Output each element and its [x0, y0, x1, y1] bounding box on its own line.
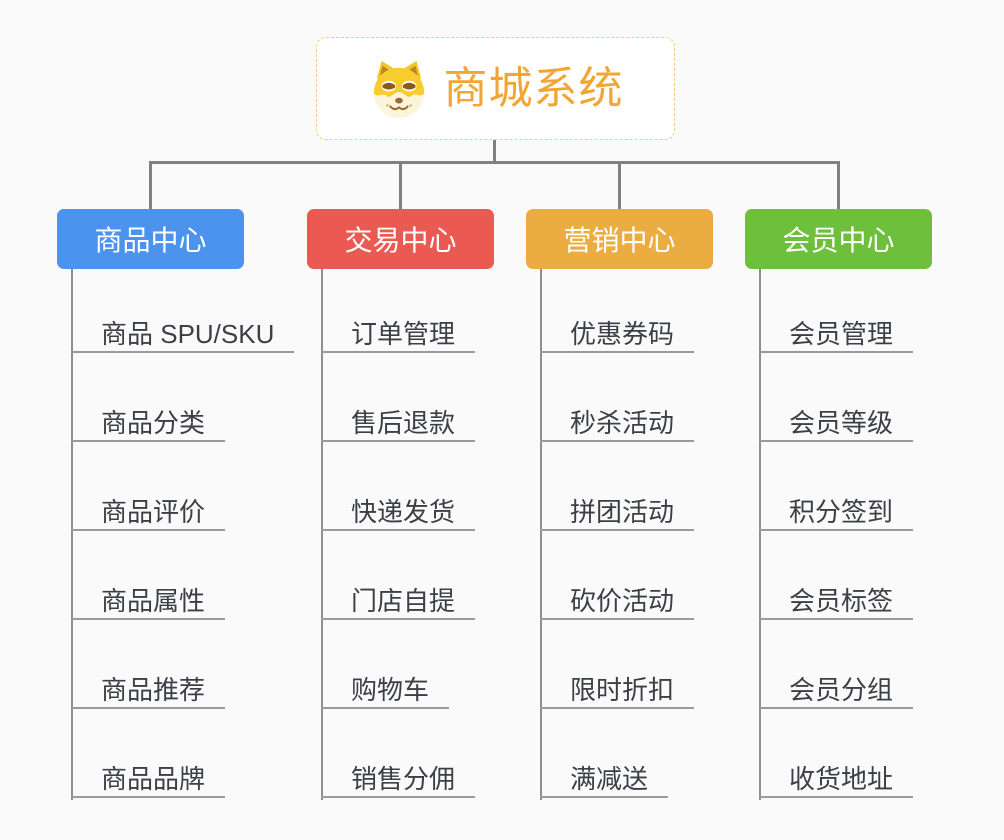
connector-drop-branch-4: [837, 161, 840, 209]
leaf-node[interactable]: 会员标签: [759, 584, 914, 620]
branch-label: 交易中心: [344, 225, 457, 256]
leaf-node[interactable]: 秒杀活动: [540, 406, 695, 442]
leaf-node[interactable]: 会员等级: [759, 406, 914, 442]
connector-trunk-branch-1: [71, 269, 73, 800]
connector-spine: [149, 161, 840, 164]
leaf-node[interactable]: 售后退款: [321, 406, 476, 442]
leaf-node[interactable]: 商品品牌: [71, 762, 226, 798]
leaf-node[interactable]: 商品 SPU/SKU: [71, 317, 295, 353]
leaf-node[interactable]: 砍价活动: [540, 584, 695, 620]
branch-label: 营销中心: [563, 225, 676, 256]
leaf-node[interactable]: 会员分组: [759, 673, 914, 709]
connector-drop-branch-2: [399, 161, 402, 209]
leaf-node[interactable]: 积分签到: [759, 495, 914, 531]
connector-drop-branch-3: [618, 161, 621, 209]
leaf-node[interactable]: 购物车: [321, 673, 450, 709]
leaf-node[interactable]: 商品属性: [71, 584, 226, 620]
leaf-node[interactable]: 收货地址: [759, 762, 914, 798]
branch-node-marketing-center[interactable]: 营销中心: [526, 209, 713, 269]
leaf-node[interactable]: 限时折扣: [540, 673, 695, 709]
branch-node-trade-center[interactable]: 交易中心: [307, 209, 494, 269]
root-node[interactable]: 商城系统: [316, 37, 675, 140]
connector-trunk-branch-4: [759, 269, 761, 800]
leaf-node[interactable]: 会员管理: [759, 317, 914, 353]
leaf-node[interactable]: 优惠券码: [540, 317, 695, 353]
leaf-node[interactable]: 拼团活动: [540, 495, 695, 531]
branch-label: 会员中心: [782, 225, 895, 256]
branch-node-member-center[interactable]: 会员中心: [745, 209, 932, 269]
branch-node-product-center[interactable]: 商品中心: [57, 209, 244, 269]
connector-trunk-branch-2: [321, 269, 323, 800]
leaf-node[interactable]: 订单管理: [321, 317, 476, 353]
connector-drop-branch-1: [149, 161, 152, 209]
leaf-node[interactable]: 快递发货: [321, 495, 476, 531]
leaf-node[interactable]: 满减送: [540, 762, 669, 798]
leaf-node[interactable]: 商品推荐: [71, 673, 226, 709]
connector-trunk-branch-3: [540, 269, 542, 800]
leaf-node[interactable]: 销售分佣: [321, 762, 476, 798]
root-label: 商城系统: [443, 63, 624, 113]
doge-face-icon: [373, 60, 424, 118]
leaf-node[interactable]: 商品分类: [71, 406, 226, 442]
leaf-node[interactable]: 门店自提: [321, 584, 476, 620]
leaf-node[interactable]: 商品评价: [71, 495, 226, 531]
branch-label: 商品中心: [94, 225, 207, 256]
connector-root-drop: [493, 140, 496, 164]
